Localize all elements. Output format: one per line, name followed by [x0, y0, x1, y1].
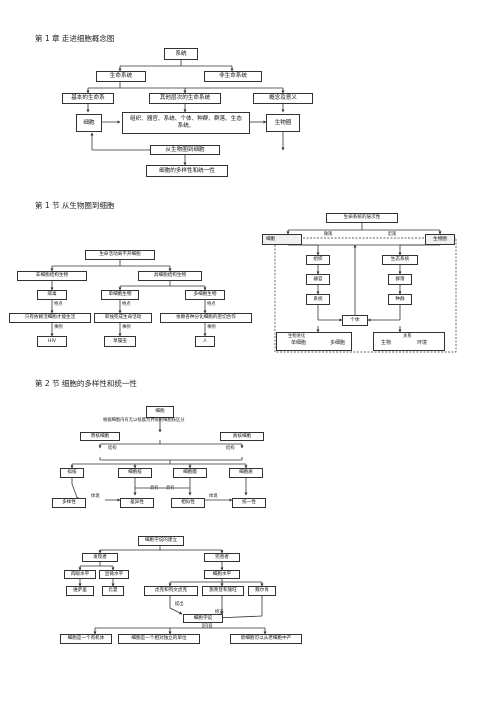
label-shows-2: 体现 — [209, 494, 218, 499]
node-biosphere-level: 生物圈 — [425, 234, 455, 245]
node-paramecium: 草履虫 — [104, 336, 136, 347]
node-nucleoid: 拟核 — [60, 468, 84, 478]
node-naked-eye: 肉眼水平 — [64, 570, 96, 579]
node-hiv: HIV — [37, 336, 67, 347]
node-schleiden-schwann: 施莱登和施旺 — [202, 586, 244, 596]
label-structure-eu: 结构 — [226, 446, 235, 451]
node-multi-trait: 依赖各种分化细胞的密切合作 — [160, 313, 252, 323]
label-evolution: 生物进化 — [288, 334, 306, 339]
node-organ: 器官 — [306, 274, 330, 285]
node-discoverer: 发现者 — [82, 553, 118, 562]
label-example-uni: 事例 — [122, 325, 131, 330]
node-community: 群落 — [388, 274, 412, 285]
node-nucleus: 细胞核 — [118, 468, 152, 478]
node-levels-detail: 组织、器官、系统、个体、种群、群落、生态系统、 — [122, 112, 250, 134]
node-population: 种群 — [388, 294, 412, 305]
node-cell-level: 细胞水平 — [204, 570, 240, 579]
node-cell-root: 细胞 — [146, 406, 174, 418]
section-2-heading: 第 2 节 细胞的多样性和统一性 — [35, 379, 137, 388]
label-trait-virus: 特点 — [54, 302, 63, 307]
node-virus: 病毒 — [37, 290, 67, 300]
node-biosphere: 生物圈 — [266, 114, 300, 132]
node-multicellular: 多细胞生物 — [185, 290, 225, 300]
node-tissue: 组织 — [306, 255, 330, 265]
node-theory-1: 细胞是一个有机体 — [60, 634, 112, 644]
chapter-1-heading: 第 1 章 走进细胞概念图 — [35, 34, 115, 43]
node-organ-system: 系统 — [306, 294, 330, 305]
node-uni-trait: 单独完成生命活动 — [94, 313, 152, 323]
node-perfecter: 完善者 — [204, 553, 240, 562]
node-theory-3: 新细胞可以从老细胞中产 — [230, 634, 302, 644]
section-1-heading: 第 1 节 从生物圈到细胞 — [35, 201, 115, 210]
node-from-biosphere-to-cell: 从生物圈到细胞 — [150, 145, 220, 155]
node-vesalius: 维萨里 — [66, 586, 94, 596]
node-virchow: 魏尔肖 — [248, 586, 276, 596]
node-cellular: 具细胞结构生物 — [138, 271, 202, 281]
node-eukaryote: 真核细胞 — [220, 432, 264, 441]
node-diversity-unity: 细胞的多样性和统一性 — [146, 165, 228, 177]
label-multicell: 多细胞 — [330, 340, 346, 346]
node-concept: 概念及意义 — [253, 93, 313, 104]
label-organism: 生物 — [381, 340, 392, 346]
node-cell: 细胞 — [76, 114, 102, 132]
label-revised: 修正 — [215, 610, 224, 615]
node-hooke: 虎克和列文虎克 — [144, 586, 198, 596]
node-individual: 个体 — [342, 315, 368, 326]
label-example-multi: 事例 — [207, 325, 216, 330]
label-shows-1: 体现 — [91, 494, 100, 499]
node-unicellular: 单细胞生物 — [101, 290, 139, 300]
label-relation: 关系 — [403, 334, 412, 339]
label-content: 内容 — [204, 624, 213, 629]
label-proposed: 提出 — [175, 602, 184, 607]
node-noncellular: 非细胞结构生物 — [17, 271, 87, 281]
node-evolution-box — [276, 332, 352, 351]
node-similarity: 相似性 — [171, 498, 205, 508]
label-macro: 宏观 — [387, 232, 397, 237]
node-cell-theory-building: 细胞学说的建立 — [138, 536, 184, 546]
node-basic-system: 基本的生命系 — [62, 93, 114, 104]
label-trait-uni: 特点 — [122, 302, 131, 307]
node-bichat: 比夏 — [102, 586, 124, 596]
label-criterion: 根据细胞内有无以核膜为界限的细胞核区分 — [103, 418, 185, 423]
node-system: 系统 — [164, 48, 198, 60]
node-membrane: 细胞膜 — [173, 468, 207, 478]
label-unicell: 单细胞 — [291, 340, 307, 346]
label-structure-pro: 结构 — [108, 446, 117, 451]
node-cell-level: 细胞 — [262, 234, 302, 245]
node-cell-theory: 细胞学说 — [183, 614, 223, 623]
node-micro-level: 显微水平 — [99, 570, 129, 579]
node-difference: 差异性 — [120, 498, 154, 508]
node-nonliving-system: 非生命系统 — [204, 71, 262, 82]
label-has-1: 具有 — [150, 486, 159, 491]
node-virus-trait: 只有依赖活细胞才能生活 — [9, 313, 91, 323]
node-human: 人 — [195, 336, 215, 347]
node-cytoplasm: 细胞质 — [229, 468, 263, 478]
label-trait-multi: 特点 — [207, 302, 216, 307]
node-prokaryote: 原核细胞 — [80, 432, 120, 441]
node-life-activity-root: 生命活动离不开细胞 — [85, 250, 155, 260]
node-theory-2: 细胞是一个相对独立的单位 — [118, 634, 200, 644]
node-living-system: 生命系统 — [96, 71, 146, 82]
node-relation-box — [373, 332, 445, 351]
node-ecosystem: 生态系统 — [382, 255, 418, 265]
node-life-levels: 生命系统的层次性 — [326, 213, 398, 223]
label-environment: 环境 — [417, 340, 428, 346]
label-micro: 微观 — [323, 232, 333, 237]
node-diversity: 多样性 — [52, 498, 86, 508]
node-other-levels: 其他层次的生命系统 — [149, 93, 221, 104]
label-example-virus: 事例 — [54, 325, 63, 330]
label-has-2: 具有 — [166, 486, 175, 491]
node-unity: 统一性 — [232, 498, 266, 508]
